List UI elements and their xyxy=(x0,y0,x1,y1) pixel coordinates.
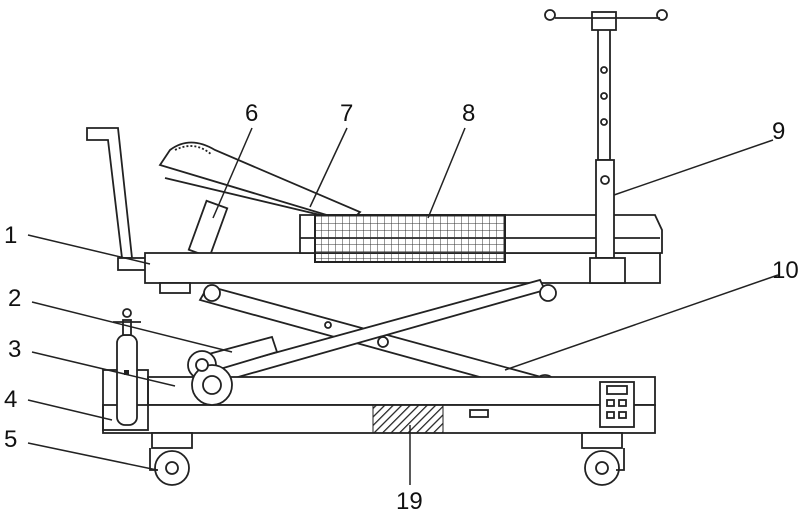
hatched-support xyxy=(373,405,443,433)
push-handle xyxy=(87,128,132,258)
caster-left xyxy=(150,433,192,485)
label-4: 4 xyxy=(4,386,17,414)
label-1: 1 xyxy=(4,222,17,250)
label-10: 10 xyxy=(772,257,799,285)
label-3: 3 xyxy=(8,336,21,364)
label-6: 6 xyxy=(245,100,258,128)
caster-right xyxy=(582,433,624,485)
control-panel xyxy=(600,382,634,427)
label-2: 2 xyxy=(8,285,21,313)
mattress-grid xyxy=(315,215,505,262)
label-8: 8 xyxy=(462,100,475,128)
label-19: 19 xyxy=(396,488,423,516)
label-5: 5 xyxy=(4,426,17,454)
label-9: 9 xyxy=(772,118,785,146)
label-7: 7 xyxy=(340,100,353,128)
